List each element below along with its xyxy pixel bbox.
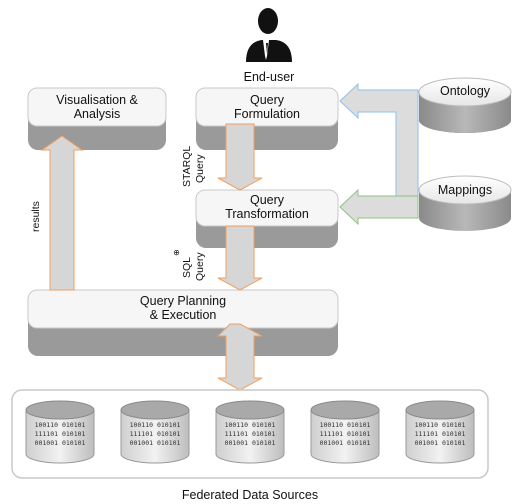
binary-text: 001001 010101 [320,439,371,447]
ontology-label: Ontology [439,84,491,98]
data-exchange-arrow [216,323,263,391]
query-transformation-line1: Query [249,193,285,207]
query-planning-box [27,289,339,356]
user-icon [246,8,292,62]
starql-query-label: Query [194,154,206,183]
query-formulation-line2: Formulation [234,107,300,121]
visualisation-line2: Analysis [73,107,121,121]
visualisation-analysis-label: Visualisation & Analysis [28,93,166,121]
sql-label: SQL [181,256,193,278]
ontology-arrow [339,82,419,197]
binary-text: 100110 010101 [320,421,371,429]
binary-text: 100110 010101 [130,421,181,429]
binary-text: 111101 010101 [35,430,86,438]
sql-query-arrow [217,225,263,291]
binary-text: 001001 010101 [415,439,466,447]
mappings-database-icon [418,175,512,231]
federated-data-sources-label: Federated Data Sources [181,488,319,502]
results-label: results [30,201,42,232]
binary-text: 111101 010101 [415,430,466,438]
starql-query-arrow [217,123,263,191]
mappings-arrow [339,188,419,226]
binary-text: 100110 010101 [35,421,86,429]
binary-text: 001001 010101 [130,439,181,447]
starql-label: STARQL [181,145,193,187]
sql-superscript: ⊕ [172,249,181,256]
binary-text: 111101 010101 [320,430,371,438]
query-transformation-label: Query Transformation [196,193,338,221]
binary-text: 111101 010101 [130,430,181,438]
query-formulation-label: Query Formulation [196,93,338,121]
query-formulation-line1: Query [249,93,285,107]
visualisation-line1: Visualisation & [56,93,138,107]
binary-text: 111101 010101 [225,430,276,438]
results-arrow [40,135,84,291]
query-planning-label: Query Planning & Execution [28,294,338,322]
ontology-database-icon [418,77,512,133]
query-planning-line2: & Execution [149,308,217,322]
binary-text: 001001 010101 [225,439,276,447]
mappings-label: Mappings [437,183,493,197]
query-transformation-line2: Transformation [225,207,309,221]
query-planning-line1: Query Planning [139,294,227,308]
binary-text: 001001 010101 [35,439,86,447]
binary-text: 100110 010101 [415,421,466,429]
end-user-label: End-user [243,70,295,84]
sql-query-label: Query [194,252,206,281]
binary-text: 100110 010101 [225,421,276,429]
